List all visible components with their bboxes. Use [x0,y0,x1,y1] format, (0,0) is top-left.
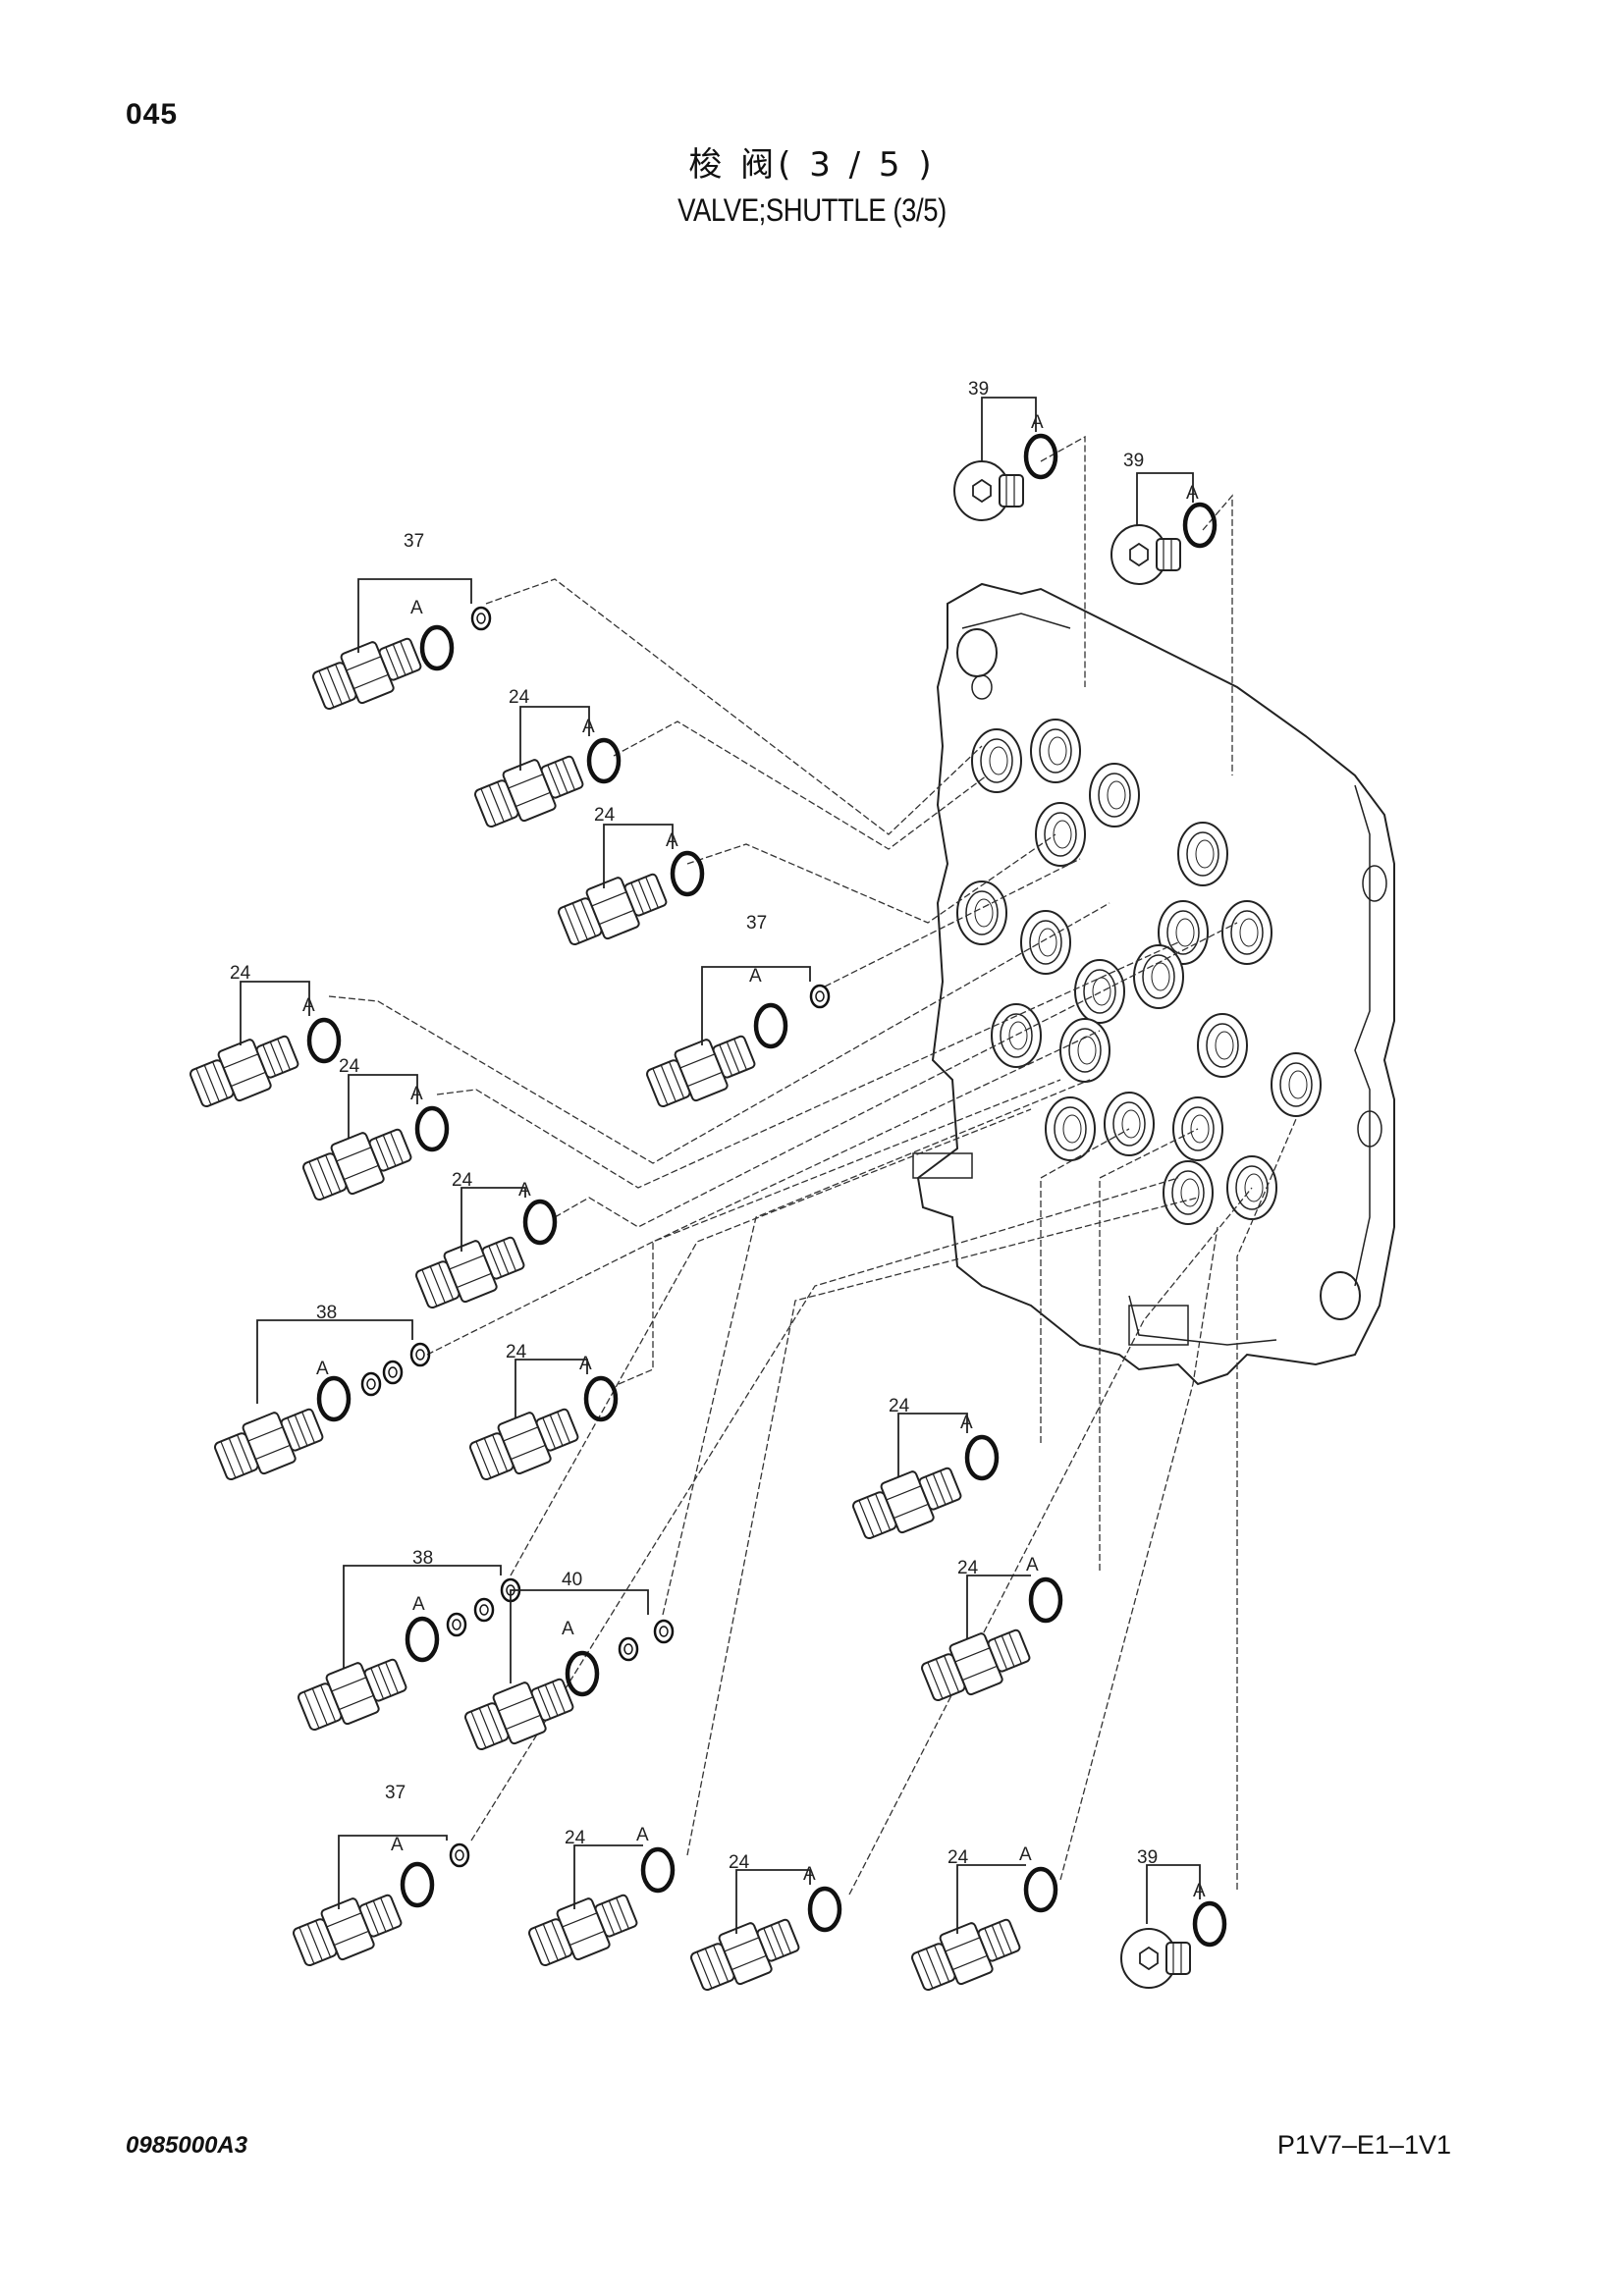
callout-sub-label: A [316,1359,329,1379]
callout-part-number: 24 [957,1558,979,1578]
callout-sub-label: A [1193,1881,1206,1901]
callout-sub-label: A [1019,1844,1032,1865]
callout-part-number: 40 [562,1570,582,1590]
callout-sub-label: A [302,995,315,1016]
callout-part-number: 24 [594,805,616,826]
callout-sub-label: A [666,830,678,851]
callout-part-number: 37 [746,913,767,934]
title-english: VALVE;SHUTTLE (3/5) [677,192,947,228]
valve-body [912,582,1395,1386]
page-number: 045 [126,98,179,131]
callout-sub-label: A [518,1180,531,1201]
callout-sub-label: A [1026,1555,1039,1575]
callout-sub-label: A [582,717,595,737]
callout-sub-label: A [579,1354,592,1374]
callout-sub-label: A [960,1413,973,1433]
callout-sub-label: A [562,1619,574,1639]
title-chinese: 梭 阀( 3 / 5 ) [688,145,936,185]
callout-part-number: 37 [385,1783,406,1803]
callout-part-number: 39 [968,379,989,400]
callout-part-number: 37 [404,531,424,552]
callout-part-number: 24 [889,1396,910,1416]
sheet-reference: P1V7–E1–1V1 [1276,2130,1451,2160]
leader-lines [328,435,1297,1896]
callout-part-number: 24 [509,687,530,708]
callout-part-number: 24 [565,1828,586,1848]
callout-part-number: 24 [339,1056,360,1077]
callout-sub-label: A [410,1084,423,1104]
callout-sub-label: A [391,1835,404,1855]
callout-sub-label: A [1186,483,1199,504]
callout-sub-label: A [412,1594,425,1615]
callout-part-number: 39 [1137,1847,1158,1868]
callout-sub-label: A [749,966,762,987]
callout-sub-label: A [410,598,423,618]
callout-part-number: 24 [729,1852,750,1873]
callout-part-number: 38 [316,1303,337,1323]
callout-part-number: 24 [452,1170,473,1191]
document-code: 0985000A3 [126,2132,248,2159]
callout-sub-label: A [1031,412,1044,433]
callout-part-number: 39 [1123,451,1144,471]
callout-sub-label: A [803,1864,816,1885]
callout-part-number: 24 [230,963,251,984]
callout-part-number: 24 [947,1847,969,1868]
callout-brackets [240,397,1201,1934]
callout-sub-label: A [636,1825,649,1845]
callout-part-number: 24 [506,1342,527,1362]
callout-part-number: 38 [412,1548,433,1569]
